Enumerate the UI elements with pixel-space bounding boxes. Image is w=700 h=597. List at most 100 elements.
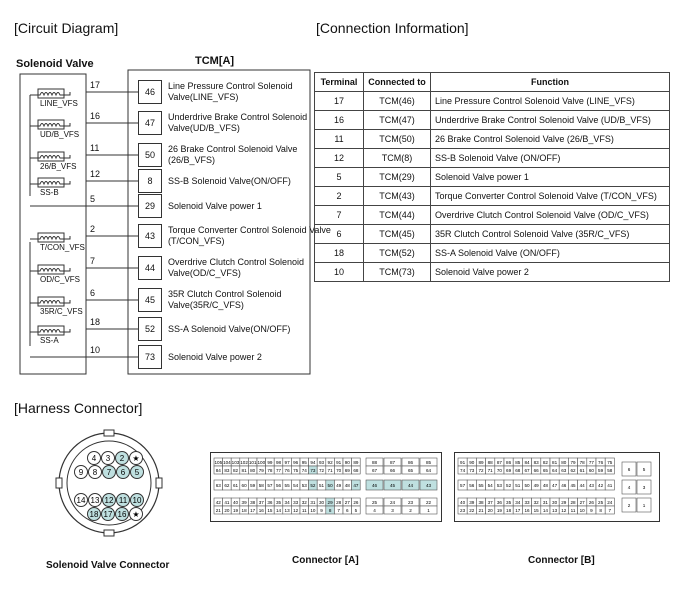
connector-cell-label: 7 bbox=[337, 508, 340, 513]
connector-cell-label: 82 bbox=[233, 468, 239, 473]
connector-cell-label: 78 bbox=[267, 468, 273, 473]
connector-cell-label: 8 bbox=[599, 508, 602, 513]
connector-cell-label: 23 bbox=[408, 500, 414, 505]
connector-cell-label: 68 bbox=[515, 468, 521, 473]
connector-cell-label: 70 bbox=[336, 468, 342, 473]
solenoid-pin-number: 7 bbox=[90, 256, 96, 266]
connector-cell-label: 33 bbox=[293, 500, 299, 505]
connector-cell-label: 2 bbox=[409, 508, 412, 513]
connector-cell-label: 13 bbox=[552, 508, 558, 513]
solenoid-pin-number: 10 bbox=[90, 345, 101, 355]
coil-path bbox=[30, 300, 71, 305]
solenoid-label: T/CON_VFS bbox=[40, 243, 85, 252]
cell-function: SS-B Solenoid Valve (ON/OFF) bbox=[430, 148, 670, 168]
connector-cell-label: 85 bbox=[515, 460, 521, 465]
coil-box bbox=[37, 88, 65, 99]
connector-cell-label: 17 bbox=[515, 508, 521, 513]
tcm-pin-description: Torque Converter Control Solenoid Valve … bbox=[168, 225, 331, 246]
connector-cell-label: 95 bbox=[302, 460, 308, 465]
connector-cell-label: 52 bbox=[506, 483, 512, 488]
connector-cell-label: 30 bbox=[552, 500, 558, 505]
connector-cell-label: 77 bbox=[589, 460, 595, 465]
connector-cell-label: 64 bbox=[426, 468, 432, 473]
cell-terminal: 18 bbox=[314, 243, 364, 263]
connector-cell-label: 75 bbox=[293, 468, 299, 473]
connector-cell-label: 105 bbox=[214, 460, 222, 465]
cell-connected-to: TCM(44) bbox=[363, 205, 431, 225]
connector-cell-label: 37 bbox=[259, 500, 265, 505]
connector-pin-label: 5 bbox=[135, 468, 140, 477]
connector-pin-label: 3 bbox=[106, 454, 111, 463]
solenoid-pin-number: 18 bbox=[90, 317, 101, 327]
connector-cell-label: 27 bbox=[580, 500, 586, 505]
connector-cell-label: 15 bbox=[267, 508, 273, 513]
tcm-pin-number: 52 bbox=[138, 317, 162, 341]
connector-pin-label: ★ bbox=[132, 510, 139, 519]
connector-cell-label: 67 bbox=[524, 468, 530, 473]
connector-pin-label: 7 bbox=[107, 468, 112, 477]
connector-cell-label: 34 bbox=[285, 500, 291, 505]
tcm-pin-description: Solenoid Valve power 2 bbox=[168, 351, 262, 362]
connector-cell-label: 102 bbox=[240, 460, 248, 465]
connector-cell-label: 56 bbox=[276, 483, 282, 488]
caption-connector-a: Connector [A] bbox=[292, 555, 359, 566]
tcm-pin-description: Overdrive Clutch Control Solenoid Valve(… bbox=[168, 257, 305, 278]
connector-cell-label: 21 bbox=[478, 508, 484, 513]
connector-cell-label: 69 bbox=[345, 468, 351, 473]
connector-cell-label: 65 bbox=[543, 468, 549, 473]
solenoid-pin-number: 6 bbox=[90, 288, 96, 298]
connector-cell-label: 16 bbox=[259, 508, 265, 513]
connector-cell bbox=[604, 465, 615, 475]
cell-function: Torque Converter Control Solenoid Valve … bbox=[430, 186, 670, 206]
connector-cell-label: 83 bbox=[224, 468, 230, 473]
connector-cell-label: 89 bbox=[353, 460, 359, 465]
connector-cell-label: 40 bbox=[460, 500, 466, 505]
connector-cell-label: 42 bbox=[598, 483, 604, 488]
cell-function: Line Pressure Control Solenoid Valve (LI… bbox=[430, 91, 670, 111]
connector-cell bbox=[383, 505, 402, 515]
connector-cell-label: 18 bbox=[506, 508, 512, 513]
connector-cell-label: 21 bbox=[216, 508, 222, 513]
connector-cell-label: 14 bbox=[543, 508, 549, 513]
connector-cell-label: 93 bbox=[319, 460, 325, 465]
connector-cell-label: 97 bbox=[285, 460, 291, 465]
cell-function: 35R Clutch Control Solenoid Valve (35R/C… bbox=[430, 224, 670, 244]
connector-cell-label: 58 bbox=[607, 468, 613, 473]
solenoid-label: UD/B_VFS bbox=[40, 130, 80, 139]
connector-cell bbox=[636, 479, 652, 495]
connector-cell bbox=[383, 465, 402, 475]
connector-cell-label: 86 bbox=[408, 460, 414, 465]
circuit-wiring bbox=[19, 69, 311, 375]
connector-cell-label: 10 bbox=[580, 508, 586, 513]
connector-pin-label: 13 bbox=[91, 496, 100, 505]
connector-cell-label: 66 bbox=[390, 468, 396, 473]
solenoid-pin-number: 16 bbox=[90, 111, 101, 121]
connector-cell-label: 64 bbox=[552, 468, 558, 473]
connector-cell-label: 22 bbox=[469, 508, 475, 513]
connector-cell-label: 50 bbox=[328, 483, 334, 488]
cell-terminal: 2 bbox=[314, 186, 364, 206]
connector-pin-label: 12 bbox=[105, 496, 114, 505]
coil-box bbox=[37, 119, 65, 130]
cell-terminal: 10 bbox=[314, 262, 364, 282]
connector-cell-label: 54 bbox=[488, 483, 494, 488]
connector-cell-label: 76 bbox=[598, 460, 604, 465]
cell-terminal: 16 bbox=[314, 110, 364, 130]
connector-cell-label: 38 bbox=[478, 500, 484, 505]
connector-cell-label: 61 bbox=[233, 483, 239, 488]
connector-cell-label: 24 bbox=[390, 500, 396, 505]
connector-cell-label: 28 bbox=[336, 500, 342, 505]
connector-cell-label: 54 bbox=[293, 483, 299, 488]
connector-cell-label: 40 bbox=[233, 500, 239, 505]
connector-cell-label: 90 bbox=[345, 460, 351, 465]
tcm-pin-description: 26 Brake Control Solenoid Valve (26/B_VF… bbox=[168, 144, 298, 165]
connector-cell-label: 12 bbox=[293, 508, 299, 513]
connector-cell-label: 100 bbox=[257, 460, 265, 465]
